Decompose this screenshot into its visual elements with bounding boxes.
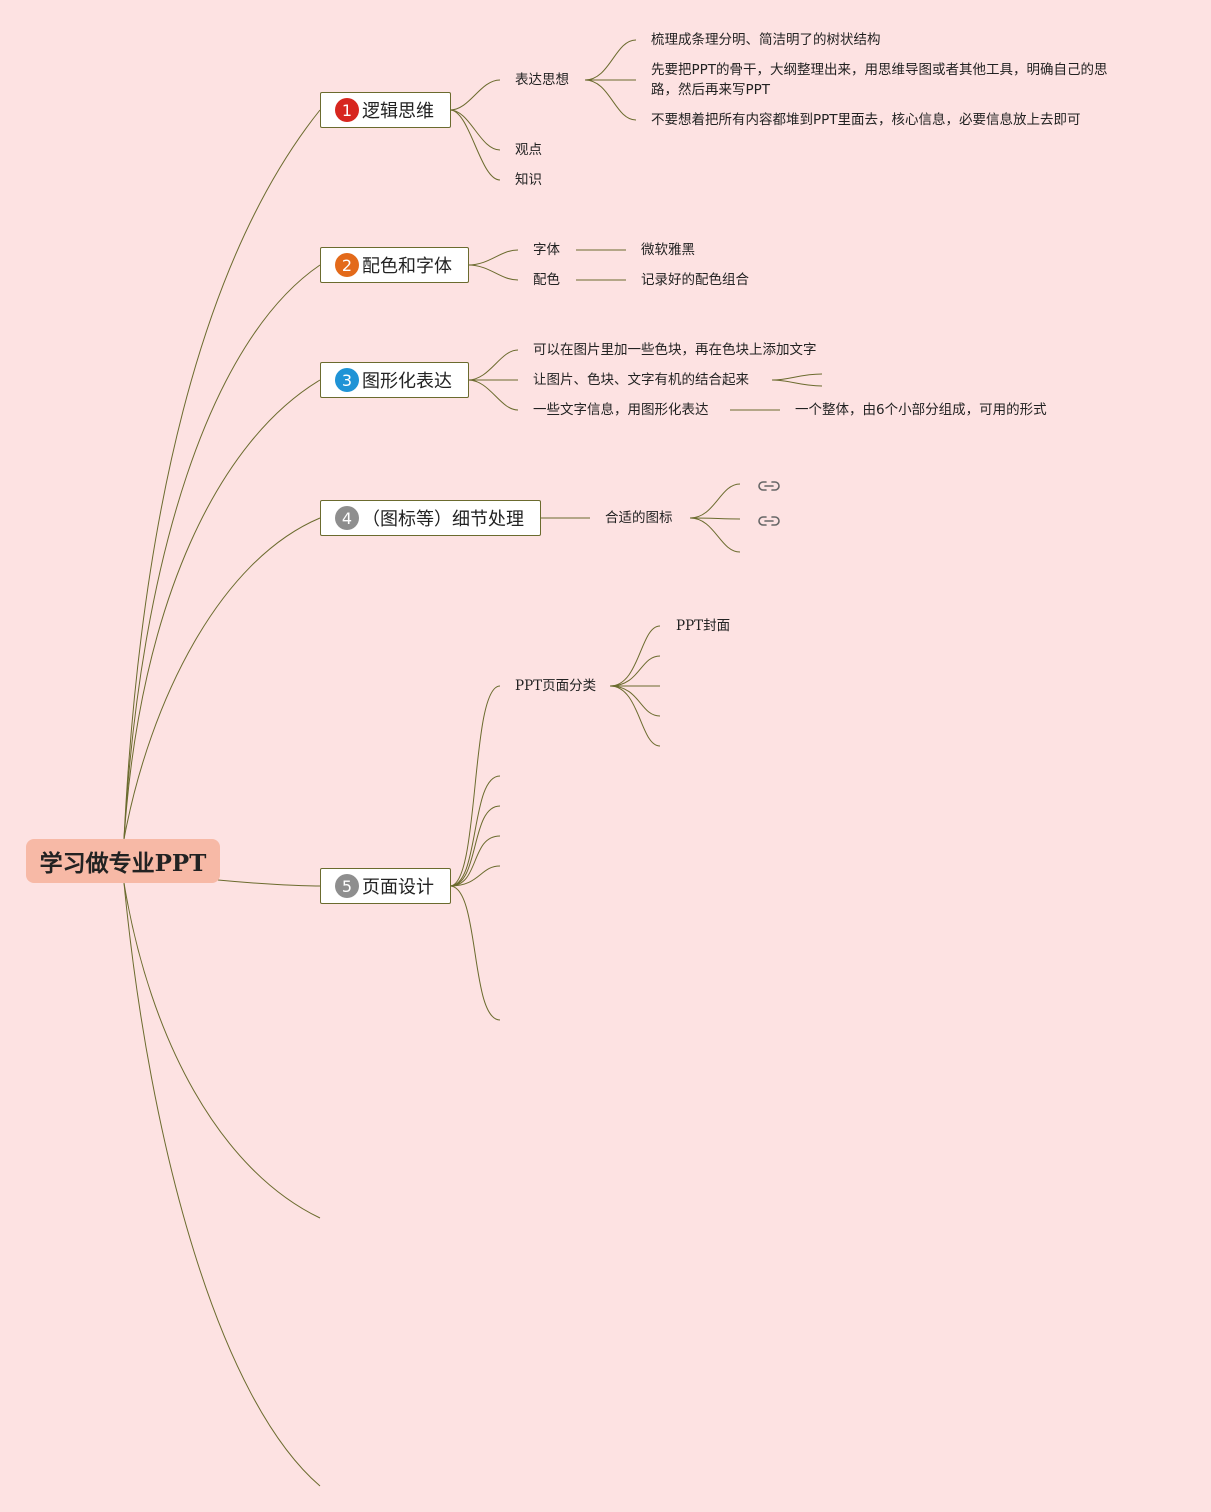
subtopic-color[interactable]: 配色 xyxy=(533,272,560,288)
connector-t3-a xyxy=(467,349,519,381)
connector-t5-b xyxy=(449,775,501,887)
leaf-tree-structure[interactable]: 梳理成条理分明、简洁明了的树状结构 xyxy=(651,32,881,48)
topic-label: （图标等）细节处理 xyxy=(362,509,524,530)
subtopic-color-blocks[interactable]: 可以在图片里加一些色块，再在色块上添加文字 xyxy=(533,342,817,358)
subtopic-page-categories[interactable]: PPT页面分类 xyxy=(515,678,597,694)
topic-label: 页面设计 xyxy=(362,877,434,898)
connector-icons-2 xyxy=(689,517,741,520)
connector-t5-c xyxy=(449,805,501,887)
connector-t5-f xyxy=(449,885,501,1021)
link-icon[interactable] xyxy=(758,513,780,527)
topic-label: 配色和字体 xyxy=(362,256,452,277)
connector-root-topic1 xyxy=(123,109,321,840)
link-icon[interactable] xyxy=(758,478,780,492)
connector-icons-3 xyxy=(689,517,741,553)
topic-color-and-font[interactable]: 2 配色和字体 xyxy=(320,247,469,283)
connector-t3-c xyxy=(467,379,519,411)
connector-root-topic5 xyxy=(217,879,321,887)
subtopic-viewpoint[interactable]: 观点 xyxy=(515,142,542,158)
connector-pagecat-5 xyxy=(609,685,661,747)
number-badge-5: 5 xyxy=(335,874,359,898)
connector-t1-express xyxy=(449,79,501,111)
subtopic-font[interactable]: 字体 xyxy=(533,242,560,258)
connector-root-empty-b xyxy=(123,882,321,1487)
connector-express-1 xyxy=(584,39,637,81)
topic-graphic-expression[interactable]: 3 图形化表达 xyxy=(320,362,469,398)
subtopic-graphic-text[interactable]: 一些文字信息，用图形化表达 xyxy=(533,402,709,418)
topic-page-design[interactable]: 5 页面设计 xyxy=(320,868,451,904)
number-badge-1: 1 xyxy=(335,98,359,122)
leaf-microsoft-yahei[interactable]: 微软雅黑 xyxy=(641,242,695,258)
number-badge-3: 3 xyxy=(335,368,359,392)
subtopic-knowledge[interactable]: 知识 xyxy=(515,172,542,188)
topic-logic-thinking[interactable]: 1 逻辑思维 xyxy=(320,92,451,128)
connector-t5-pagecat xyxy=(449,685,501,887)
connector-icons-1 xyxy=(689,483,741,519)
connector-t5-e xyxy=(449,865,501,887)
subtopic-suitable-icons[interactable]: 合适的图标 xyxy=(605,510,673,526)
connector-pagecat-cover xyxy=(609,625,661,687)
connector-express-3 xyxy=(584,79,637,121)
leaf-outline-first[interactable]: 先要把PPT的骨干，大纲整理出来，用思维导图或者其他工具，明确自己的思路，然后再… xyxy=(651,62,1108,98)
number-badge-4: 4 xyxy=(335,506,359,530)
connector-t1-knowledge xyxy=(449,109,501,181)
connector-t2-color xyxy=(467,264,519,281)
connector-root-topic3 xyxy=(123,379,321,840)
number-badge-2: 2 xyxy=(335,253,359,277)
connector-t3-b-sub1 xyxy=(771,373,823,381)
leaf-core-info[interactable]: 不要想着把所有内容都堆到PPT里面去，核心信息，必要信息放上去即可 xyxy=(651,112,1081,128)
connector-root-topic2 xyxy=(123,264,321,840)
topic-detail-processing[interactable]: 4 （图标等）细节处理 xyxy=(320,500,541,536)
connector-root-topic4 xyxy=(123,517,321,840)
connector-t2-font xyxy=(467,249,519,266)
connector-pagecat-2 xyxy=(609,655,661,687)
subtopic-express-thought[interactable]: 表达思想 xyxy=(515,72,569,88)
connector-root-empty-a xyxy=(123,882,321,1219)
connector-pagecat-4 xyxy=(609,685,661,717)
leaf-six-parts[interactable]: 一个整体，由6个小部分组成，可用的形式 xyxy=(795,402,1047,418)
connector-t5-d xyxy=(449,835,501,887)
subtopic-combine-elements[interactable]: 让图片、色块、文字有机的结合起来 xyxy=(533,372,749,388)
topic-label: 逻辑思维 xyxy=(362,101,434,122)
connector-t3-b-sub2 xyxy=(771,379,823,387)
leaf-color-combos[interactable]: 记录好的配色组合 xyxy=(641,272,749,288)
connector-t1-view xyxy=(449,109,501,151)
leaf-ppt-cover[interactable]: PPT封面 xyxy=(676,618,731,634)
root-topic[interactable]: 学习做专业PPT xyxy=(26,839,220,883)
topic-label: 图形化表达 xyxy=(362,371,452,392)
